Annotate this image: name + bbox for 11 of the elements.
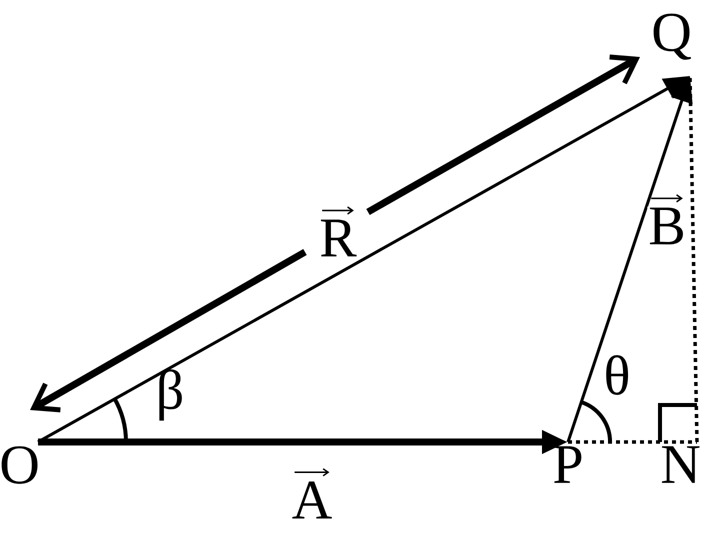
dotted-line — [568, 440, 697, 444]
edge-label: B — [647, 206, 687, 246]
point-label: Q — [654, 14, 691, 60]
point-label: N — [662, 446, 700, 483]
edge-label: A — [290, 480, 334, 520]
point-label: O — [2, 446, 38, 484]
edge-label: R — [318, 218, 358, 258]
dotted-line — [688, 76, 699, 442]
angle-label: θ — [606, 355, 628, 395]
point-label: P — [554, 446, 582, 483]
angle-label: β — [159, 369, 182, 421]
